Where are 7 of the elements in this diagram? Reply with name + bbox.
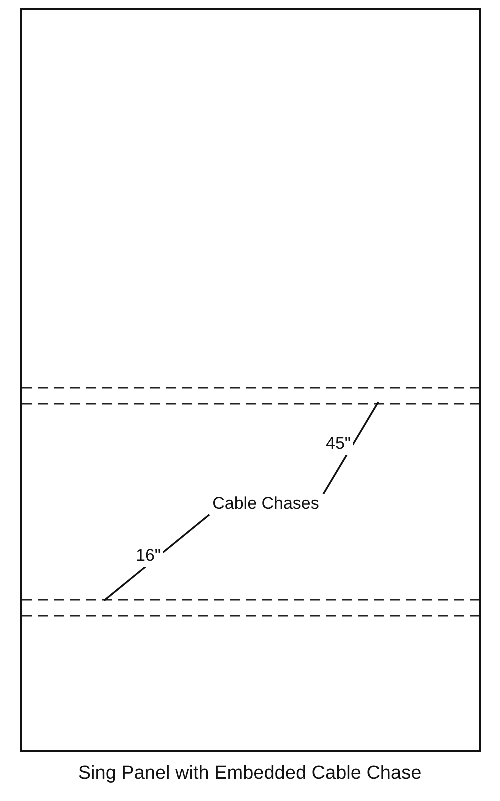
- cable-chase: [22, 599, 479, 617]
- callout-text: Cable Chases: [206, 493, 326, 516]
- leader-line: [104, 514, 210, 602]
- caption: Sing Panel with Embedded Cable Chase: [78, 763, 422, 784]
- leader-line: [322, 402, 380, 495]
- cable-chase: [22, 387, 479, 405]
- panel-outline: [20, 8, 481, 752]
